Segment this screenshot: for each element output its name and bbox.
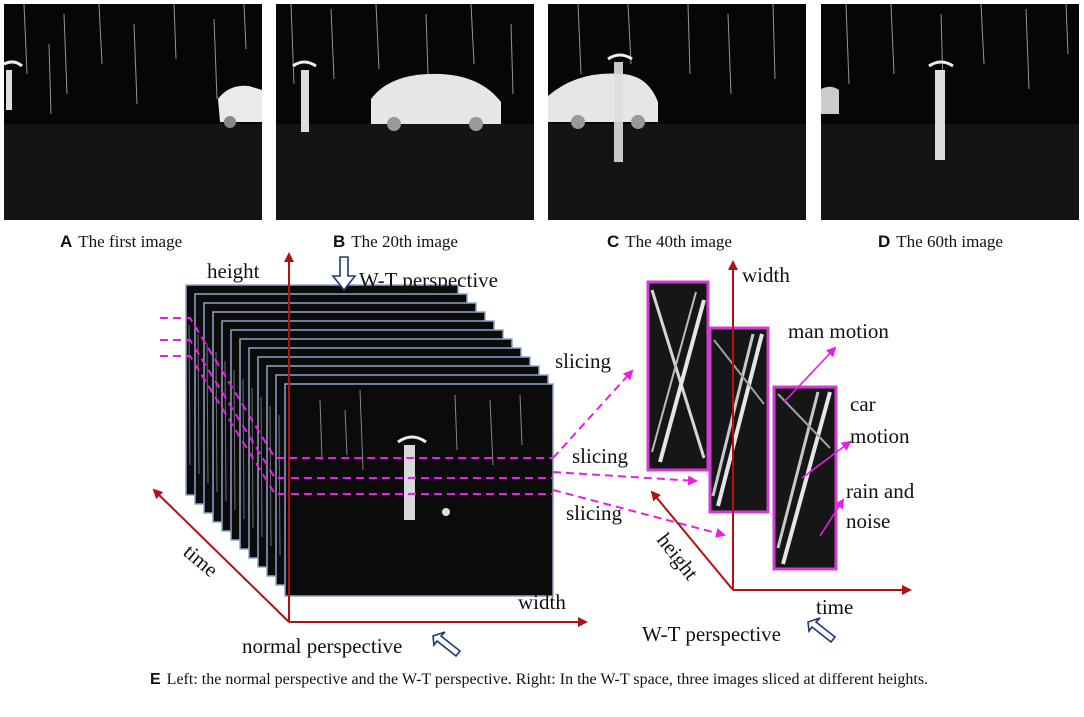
slicing-label-2: slicing — [572, 444, 628, 468]
front-frame-scene — [319, 389, 523, 520]
video-frame-stack — [185, 284, 554, 597]
rain-noise-label-line1: rain and — [846, 479, 915, 503]
man-motion-pointer — [783, 346, 837, 403]
panel-c-image — [548, 4, 806, 220]
rain-scene-image — [276, 4, 534, 220]
wt-height-axis — [650, 490, 734, 591]
down-arrow-icon — [331, 256, 357, 292]
panel-caption-text: The 60th image — [896, 232, 1003, 251]
time-axis-label: time — [179, 539, 223, 581]
man-motion-label: man motion — [788, 319, 889, 343]
normal-perspective-label: normal perspective — [242, 634, 402, 658]
wt-width-axis-label: width — [742, 263, 790, 287]
panel-caption-text: The first image — [78, 232, 183, 251]
video-frame — [284, 383, 554, 597]
frame-edge-detail — [215, 351, 218, 493]
wt-slice-image-1 — [646, 280, 710, 472]
wt-slice-image-3 — [772, 385, 838, 571]
width-axis-label: width — [518, 590, 566, 614]
panel-caption-text: The 40th image — [625, 232, 732, 251]
slicing-label-1: slicing — [555, 349, 611, 373]
panel-letter: B — [333, 232, 346, 251]
slice-arrow-3 — [552, 489, 726, 538]
panel-c-caption: C The 40th image — [607, 232, 732, 252]
panel-b-image — [276, 4, 534, 220]
frame-edge-detail — [278, 414, 281, 556]
rain-scene-image — [548, 4, 806, 220]
panel-d-image — [821, 4, 1079, 220]
frame-edge-detail — [269, 405, 272, 547]
panel-caption-text: The 20th image — [351, 232, 458, 251]
panel-a-caption: A The first image — [60, 232, 182, 252]
rain-scene-image — [821, 4, 1079, 220]
rain-scene-image — [4, 4, 262, 220]
frame-edge-detail — [188, 324, 191, 466]
car-motion-label-line2: motion — [850, 424, 910, 448]
caption-letter: E — [150, 671, 161, 688]
panel-a-image — [4, 4, 262, 220]
frame-edge-detail — [206, 342, 209, 484]
car-motion-label-line1: car — [850, 392, 876, 416]
frame-edge-detail — [197, 333, 200, 475]
panel-d-caption: D The 60th image — [878, 232, 1003, 252]
frame-edge-detail — [242, 378, 245, 520]
wt-slice-image-2 — [708, 326, 770, 514]
rain-noise-pointer — [819, 498, 845, 537]
wt-height-axis-label: height — [652, 528, 703, 584]
rain-noise-label-line2: noise — [846, 509, 890, 533]
slice-arrow-1 — [552, 369, 634, 459]
slicing-label-3: slicing — [566, 501, 622, 525]
time-axis — [152, 488, 290, 623]
diagonal-arrow-icon — [432, 631, 462, 658]
caption-text: Left: the normal perspective and the W-T… — [166, 671, 929, 688]
panel-letter: C — [607, 232, 620, 251]
diagonal-arrow-icon — [807, 617, 837, 644]
wt-time-axis-label: time — [816, 595, 853, 619]
slice-lines — [160, 317, 553, 495]
figure-caption-e: E Left: the normal perspective and the W-… — [150, 669, 950, 690]
frame-edge-detail — [233, 369, 236, 511]
slice-arrow-2 — [552, 471, 698, 486]
wt-perspective-top-label: W-T perspective — [359, 268, 498, 292]
frame-edge-detail — [260, 396, 263, 538]
panel-b-caption: B The 20th image — [333, 232, 458, 252]
panel-letter: D — [878, 232, 891, 251]
frame-edge-detail — [224, 360, 227, 502]
height-axis-label: height — [207, 259, 260, 283]
wt-perspective-bottom-label: W-T perspective — [642, 622, 781, 646]
car-motion-pointer — [801, 440, 852, 479]
panel-letter: A — [60, 232, 73, 251]
